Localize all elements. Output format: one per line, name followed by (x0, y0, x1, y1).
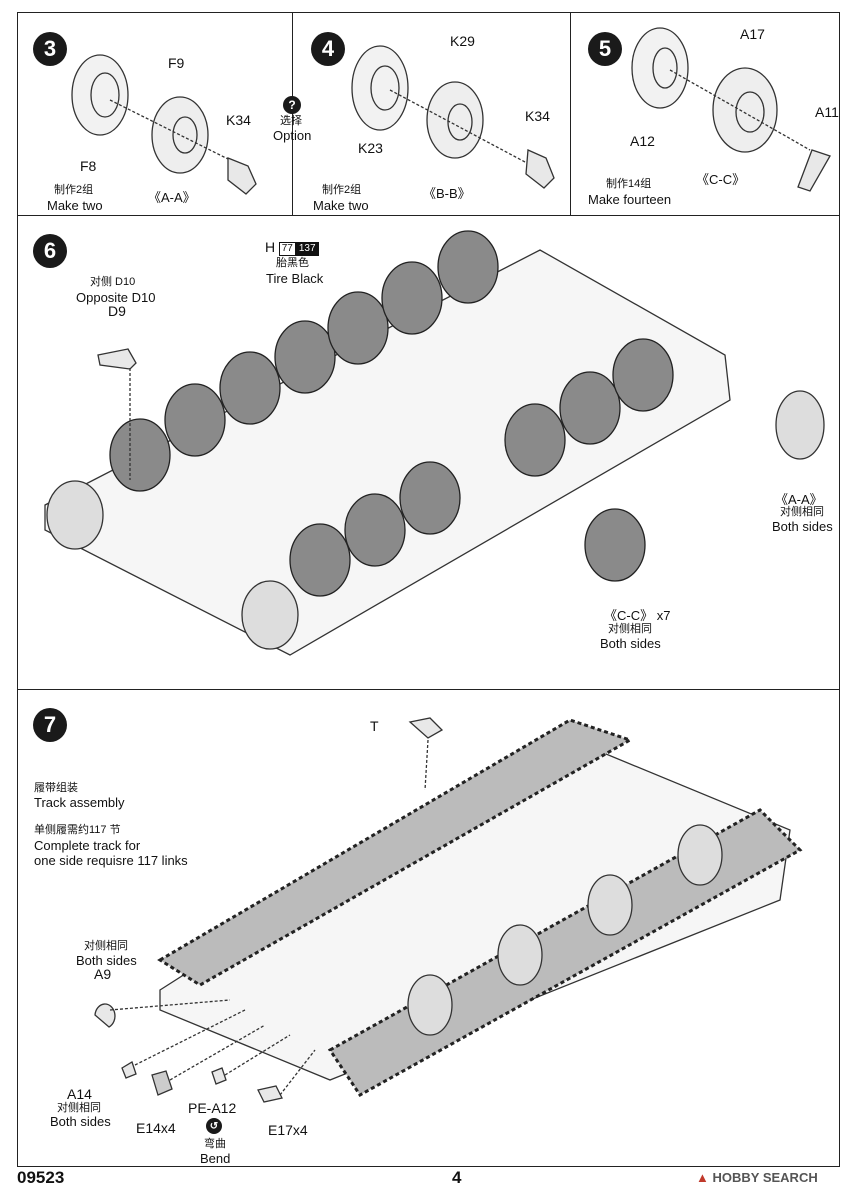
aa-cn: 对侧相同 (780, 506, 824, 518)
wheel-f9-drawing (151, 96, 209, 174)
option-icon: ? (283, 96, 301, 114)
part-pe-a12-drawing (211, 1067, 227, 1085)
wheel-k23-drawing (351, 45, 409, 131)
step5-section: 《C-C》 (696, 172, 746, 187)
track-en: Track assembly (34, 795, 125, 810)
links-en2: one side requisre 117 links (34, 853, 188, 868)
step-6-badge: 6 (33, 234, 67, 268)
paint-chip-77: 77 (278, 241, 296, 256)
aa-en: Both sides (772, 519, 833, 534)
a14-en: Both sides (50, 1114, 111, 1129)
idler-aa-drawing (775, 390, 825, 460)
sprocket-front (46, 480, 104, 550)
step-7-badge: 7 (33, 708, 67, 742)
step-3-badge: 3 (33, 32, 67, 66)
part-k34b-label: K34 (525, 108, 550, 124)
cc-section: 《C-C》 x7 (604, 608, 671, 623)
step7-panel (17, 689, 840, 1167)
step3-section: 《A-A》 (148, 190, 196, 205)
wheel-k29-drawing (426, 81, 484, 159)
step3-qty-cn: 制作2组 (54, 184, 94, 196)
bend-icon: ↺ (206, 1118, 222, 1134)
part-k23-label: K23 (358, 140, 383, 156)
links-en1: Complete track for (34, 838, 141, 853)
part-f9-label: F9 (168, 55, 185, 71)
aa-section: 《A-A》 (775, 492, 823, 507)
step4-qty-en: Make two (313, 198, 369, 213)
part-pe-a12-label: PE-A12 (188, 1100, 237, 1116)
step-4-badge: 4 (311, 32, 345, 66)
part-a14-drawing (121, 1061, 137, 1079)
part-a14-label: A14 (67, 1086, 92, 1102)
sprocket-rear (241, 580, 299, 650)
axle-k34b-drawing (525, 149, 555, 189)
part-k34-label: K34 (226, 112, 251, 128)
track-upper (157, 718, 634, 987)
part-f8-label: F8 (80, 158, 97, 174)
road-wheel-cc-drawing (584, 508, 646, 582)
links-cn: 单侧履需约117 节 (34, 824, 121, 836)
part-e14-drawing (151, 1070, 173, 1096)
step4-qty-cn: 制作2组 (322, 184, 362, 196)
paint-en: Tire Black (266, 271, 324, 286)
road-wheels-lower (289, 338, 674, 597)
arm-a11-drawing (797, 149, 831, 192)
d10-cn: 对侧 D10 (90, 276, 136, 288)
part-t-label: T (370, 718, 379, 734)
axle-k34-drawing (227, 157, 257, 195)
part-d9-drawing (97, 348, 137, 370)
part-e17-drawing (257, 1085, 283, 1103)
part-k29-label: K29 (450, 33, 475, 49)
wheel-a17-drawing (712, 67, 778, 153)
step3-qty-en: Make two (47, 198, 103, 213)
part-a17-label: A17 (740, 26, 765, 42)
road-wheels-upper (109, 230, 499, 492)
bend-cn: 弯曲 (204, 1138, 226, 1150)
part-e17-label: E17x4 (268, 1122, 308, 1138)
option-cn: 选择 (280, 115, 302, 127)
cc-en: Both sides (600, 636, 661, 651)
part-a9-label: A9 (94, 966, 112, 982)
a9-en: Both sides (76, 953, 137, 968)
page-number: 4 (452, 1168, 462, 1187)
part-d9-label: D9 (108, 303, 126, 319)
part-a11-label: A11 (815, 104, 839, 120)
part-a9-drawing (94, 1003, 116, 1028)
wheel-a12-drawing (631, 27, 689, 109)
paint-cn: 胎黑色 (276, 257, 309, 269)
a9-cn: 对侧相同 (84, 940, 128, 952)
paint-chip-137: 137 (295, 241, 319, 256)
a14-cn: 对侧相同 (57, 1102, 101, 1114)
part-a12-label: A12 (630, 133, 655, 149)
track-cn: 履带组装 (34, 782, 78, 794)
kit-code: 09523 (17, 1168, 65, 1187)
bend-en: Bend (200, 1151, 231, 1166)
d10-en: Opposite D10 (76, 290, 156, 305)
part-e14-label: E14x4 (136, 1120, 176, 1136)
paint-letter: H (265, 239, 276, 255)
step5-qty-en: Make fourteen (588, 192, 672, 207)
option-en: Option (273, 128, 312, 143)
watermark: ▲ HOBBY SEARCH (696, 1170, 818, 1185)
wheel-f8-drawing (71, 54, 129, 136)
step4-section: 《B-B》 (423, 186, 471, 201)
watermark-logo-icon: ▲ (696, 1170, 709, 1185)
step5-qty-cn: 制作14组 (606, 178, 652, 190)
watermark-text: HOBBY SEARCH (712, 1170, 818, 1185)
step-5-badge: 5 (588, 32, 622, 66)
hull-step6-drawing (44, 249, 731, 656)
cc-cn: 对侧相同 (608, 623, 652, 635)
part-t-drawing (408, 717, 444, 739)
